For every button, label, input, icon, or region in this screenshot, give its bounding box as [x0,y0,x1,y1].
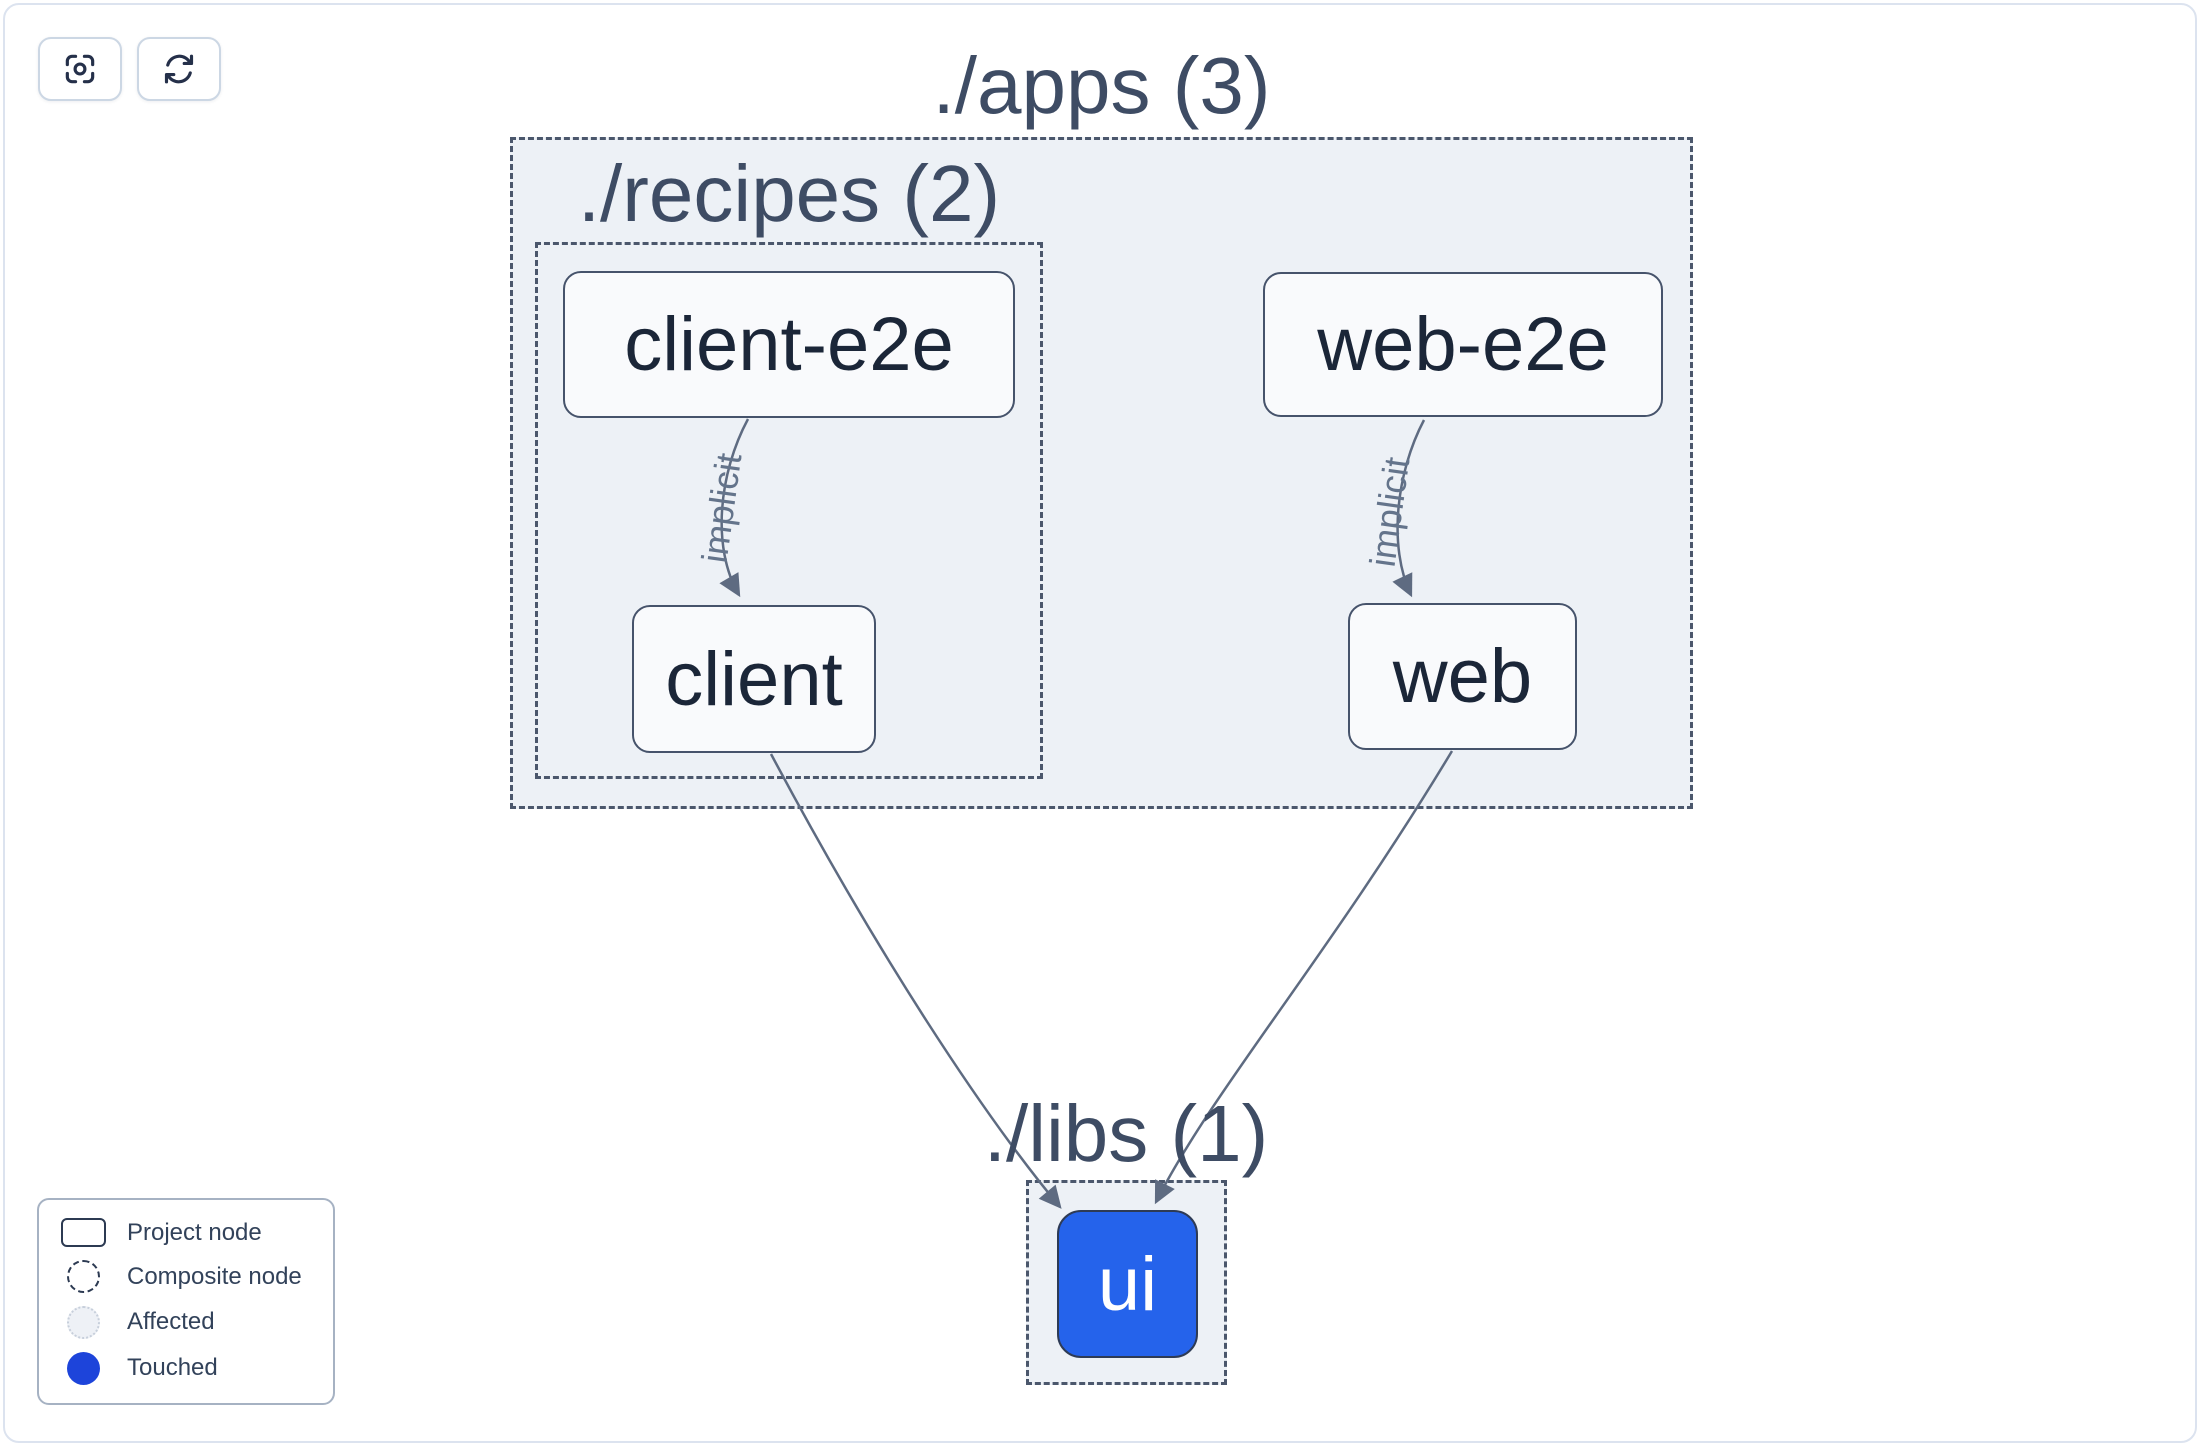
legend-label: Composite node [127,1262,302,1290]
node-client[interactable]: client [632,605,876,753]
node-web-e2e[interactable]: web-e2e [1263,272,1663,417]
edge-client-e2e-client[interactable] [719,418,750,598]
focus-icon [65,54,95,84]
refresh-icon [164,54,194,84]
legend-label: Affected [127,1308,215,1336]
group-recipes-label[interactable]: ./recipes (2) [577,149,1001,238]
focus-button[interactable] [38,37,122,101]
edge-web-e2e-web[interactable] [1392,419,1426,598]
edge-client-ui[interactable] [769,753,1062,1209]
node-web[interactable]: web [1348,603,1577,750]
legend-item-affected: Affected [57,1305,315,1339]
legend-item-touched: Touched [57,1351,315,1385]
legend-panel: Project node Composite node Affected Tou… [37,1198,335,1405]
node-ui[interactable]: ui [1057,1210,1198,1358]
node-client-e2e[interactable]: client-e2e [563,271,1015,418]
legend-label: Project node [127,1218,262,1246]
edge-web-ui[interactable] [1154,750,1454,1205]
composite-node-icon [66,1260,100,1294]
refresh-button[interactable] [137,37,221,101]
group-apps-label[interactable]: ./apps (3) [932,41,1271,130]
legend-item-composite: Composite node [57,1260,315,1294]
legend-label: Touched [127,1354,218,1382]
affected-icon [66,1305,100,1339]
legend-item-project: Project node [57,1218,315,1248]
project-node-icon [60,1218,106,1248]
group-libs-label[interactable]: ./libs (1) [983,1089,1269,1178]
touched-icon [66,1351,100,1385]
toolbar [38,37,221,101]
